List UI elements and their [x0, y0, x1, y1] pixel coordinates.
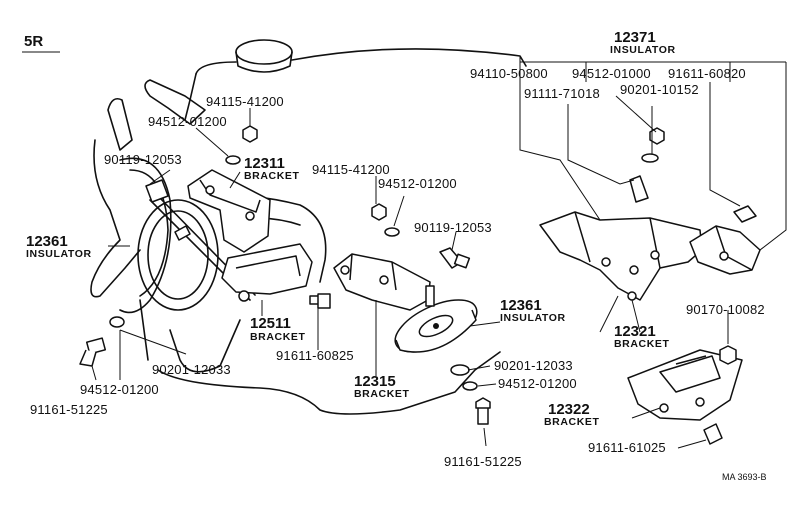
label-94115-41200-b: 94115-41200	[312, 162, 390, 177]
label-12511: 12511	[250, 315, 291, 332]
hardware	[79, 125, 757, 445]
label-94115-41200-a: 94115-41200	[206, 94, 284, 109]
label-12361-b: 12361	[500, 297, 542, 314]
label-91111-71018: 91111-71018	[524, 86, 600, 101]
label-90119-12053-a: 90119-12053	[104, 152, 182, 167]
bracket-12322-drawing	[627, 349, 743, 421]
label-94512-01200-a: 94512-01200	[148, 114, 227, 129]
label-91611-61025: 91611-61025	[588, 440, 666, 455]
word-bracket-12315: BRACKET	[354, 388, 410, 400]
label-90119-12053-b: 90119-12053	[414, 220, 492, 235]
bracket-12311-drawing	[187, 169, 313, 302]
label-12311: 12311	[244, 155, 285, 172]
labels: 5R 12371 INSULATOR 94110-50800 94512-010…	[22, 29, 767, 482]
label-91611-60820: 91611-60820	[668, 66, 746, 81]
insulator-12371-drawing	[689, 225, 761, 275]
label-12321: 12321	[614, 323, 656, 340]
word-bracket-12311: BRACKET	[244, 170, 300, 182]
label-94110-50800: 94110-50800	[470, 66, 548, 81]
label-94512-01000: 94512-01000	[572, 66, 651, 81]
label-12361-a: 12361	[26, 233, 68, 250]
bracket-12315-drawing	[333, 253, 431, 311]
engine-code: 5R	[24, 33, 43, 50]
label-12371: 12371	[614, 29, 656, 46]
word-insulator-12361-a: INSULATOR	[26, 248, 92, 260]
bracket-12321-drawing	[539, 211, 703, 301]
label-91161-51225-b: 91161-51225	[444, 454, 522, 469]
word-bracket-12321: BRACKET	[614, 338, 670, 350]
word-bracket-12511: BRACKET	[250, 331, 306, 343]
label-91611-60825: 91611-60825	[276, 348, 354, 363]
label-12322: 12322	[548, 401, 590, 418]
label-90201-10152: 90201-10152	[620, 82, 699, 97]
label-94512-01200-b: 94512-01200	[378, 176, 457, 191]
leader-lines	[91, 56, 787, 449]
label-91161-51225-a: 91161-51225	[30, 402, 108, 417]
insulator-12361-drawing	[394, 285, 478, 353]
label-12315: 12315	[354, 373, 396, 390]
word-insulator-12371: INSULATOR	[610, 44, 676, 56]
engine-outline	[90, 39, 527, 415]
word-insulator-12361-b: INSULATOR	[500, 312, 566, 324]
label-90201-12033-a: 90201-12033	[152, 362, 231, 377]
label-90170-10082: 90170-10082	[686, 302, 765, 317]
word-bracket-12322: BRACKET	[544, 416, 600, 428]
figure-code: MA 3693-B	[722, 472, 767, 482]
label-90201-12033-b: 90201-12033	[494, 358, 573, 373]
label-94512-01200-c: 94512-01200	[80, 382, 159, 397]
label-94512-01200-d: 94512-01200	[498, 376, 577, 391]
